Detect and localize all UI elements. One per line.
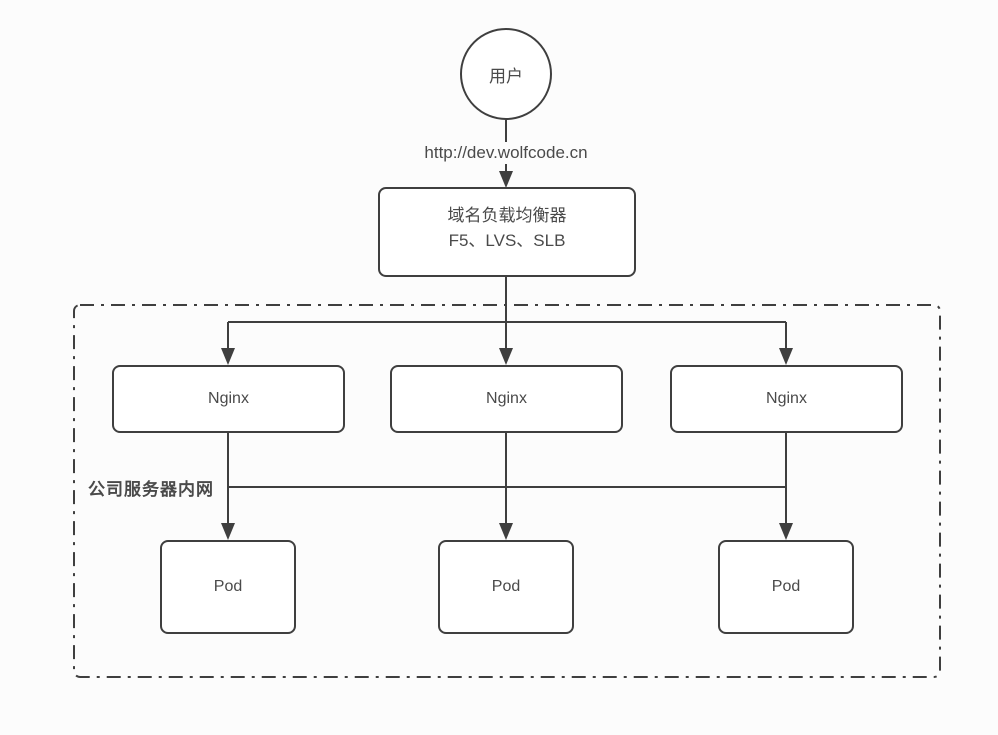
intranet-label: 公司服务器内网 xyxy=(88,480,214,499)
load-balancer-title: 域名负载均衡器 xyxy=(447,206,567,225)
load-balancer-node: 域名负载均衡器 F5、LVS、SLB xyxy=(378,187,636,277)
arrowhead-nginx3 xyxy=(779,348,793,365)
pod-node-1-label: Pod xyxy=(213,578,243,595)
arrowhead-pod1 xyxy=(221,523,235,540)
pod-node-3-label: Pod xyxy=(771,578,801,595)
nginx-node-3-label: Nginx xyxy=(766,390,807,407)
arrowhead-pod2 xyxy=(499,523,513,540)
pod-node-2-label: Pod xyxy=(491,578,521,595)
arrowhead-nginx2 xyxy=(499,348,513,365)
load-balancer-subtitle: F5、LVS、SLB xyxy=(448,231,566,250)
nginx-node-3: Nginx xyxy=(670,365,903,433)
user-node-label: 用户 xyxy=(489,66,523,86)
request-url-label: http://dev.wolfcode.cn xyxy=(396,142,616,164)
arrowhead-pod3 xyxy=(779,523,793,540)
nginx-node-1-label: Nginx xyxy=(208,390,249,407)
arrowhead-nginx1 xyxy=(221,348,235,365)
pod-node-3: Pod xyxy=(718,540,854,634)
nginx-node-1: Nginx xyxy=(112,365,345,433)
pod-node-1: Pod xyxy=(160,540,296,634)
nginx-node-2: Nginx xyxy=(390,365,623,433)
pod-node-2: Pod xyxy=(438,540,574,634)
arrowhead-lb xyxy=(499,171,513,188)
user-node: 用户 xyxy=(460,28,552,120)
nginx-node-2-label: Nginx xyxy=(486,390,527,407)
